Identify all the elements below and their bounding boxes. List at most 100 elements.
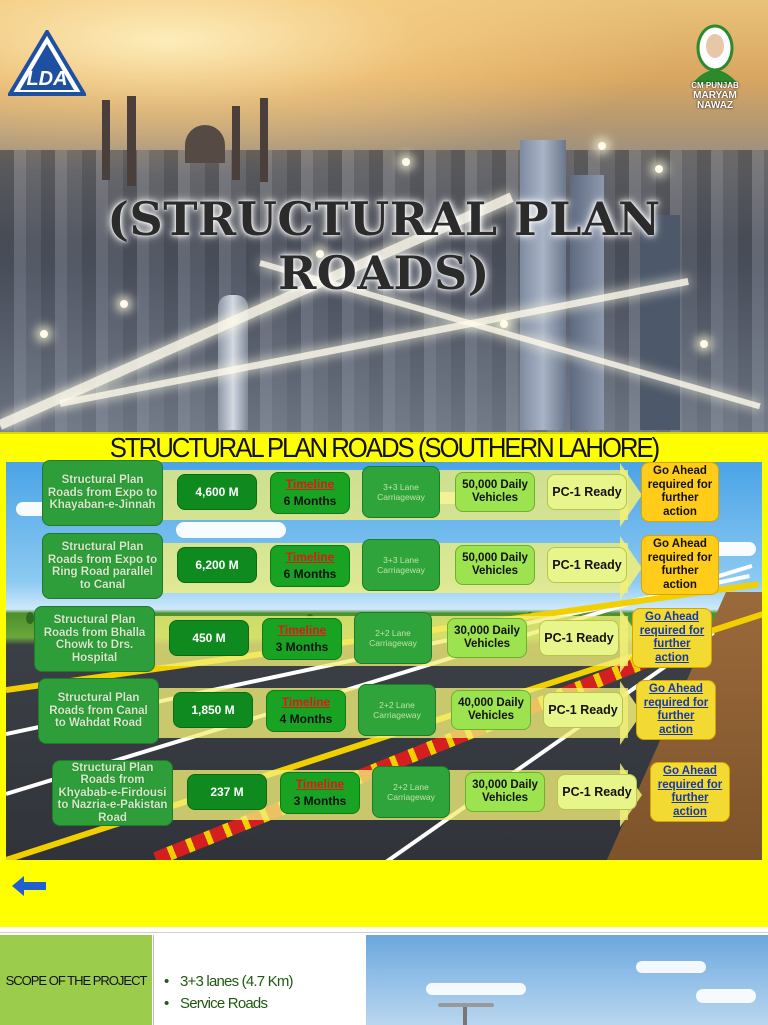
lda-logo-text: LDA	[26, 68, 67, 90]
lane-text: 2+2 Lane Carriageway	[373, 700, 421, 720]
go-ahead-text: Go Ahead required for further action	[639, 611, 705, 664]
timeline-label: Timeline	[295, 777, 345, 791]
road-name-box: Structural Plan Roads from Bhalla Chowk …	[34, 606, 155, 672]
scope-item: •3+3 lanes (4.7 Km)	[164, 973, 294, 990]
road-length-box: 6,200 M	[177, 547, 257, 583]
lane-text: 3+3 Lane Carriageway	[377, 482, 425, 502]
network-node	[700, 340, 708, 348]
scope-item: •Service Roads	[164, 995, 268, 1012]
badge-line3: NAWAZ	[696, 100, 734, 111]
skyscraper	[640, 215, 680, 430]
road-name-box: Structural Plan Roads from Expo to Ring …	[42, 533, 163, 599]
timeline-box: Timeline 6 Months	[270, 545, 350, 587]
lane-text: 2+2 Lane Carriageway	[387, 782, 435, 802]
skyscraper	[520, 140, 566, 430]
portrait-icon	[692, 24, 738, 84]
cloud	[426, 983, 526, 995]
road-row: Structural Plan Roads from Canal to Wahd…	[0, 678, 768, 758]
cover-title: (STRUCTURAL PLAN ROADS)	[107, 192, 661, 300]
status-text: PC-1 Ready	[548, 703, 618, 717]
status-box: PC-1 Ready	[547, 547, 627, 583]
badge-line1: CM PUNJAB	[691, 81, 739, 90]
status-box: PC-1 Ready	[539, 620, 619, 656]
roads-slide: STRUCTURAL PLAN ROADS (SOUTHERN LAHORE) …	[0, 432, 768, 927]
vehicles-box: 50,000 Daily Vehicles	[455, 545, 535, 585]
go-ahead-box[interactable]: Go Ahead required for further action	[632, 608, 712, 668]
title-bar	[0, 432, 768, 464]
road-row: Structural Plan Roads from Bhalla Chowk …	[0, 606, 768, 686]
go-ahead-text: Go Ahead required for further action	[657, 765, 723, 818]
road-row: Structural Plan Roads from Khyabab-e-Fir…	[0, 760, 768, 840]
arrow-left-icon[interactable]	[12, 876, 46, 896]
vehicles-text: 50,000 Daily Vehicles	[462, 479, 528, 504]
network-node	[402, 158, 410, 166]
go-ahead-box[interactable]: Go Ahead required for further action	[636, 680, 716, 740]
cloud	[636, 961, 706, 973]
network-node	[500, 320, 508, 328]
timeline-value: 3 Months	[275, 640, 329, 654]
go-ahead-text: Go Ahead required for further action	[647, 538, 713, 591]
lane-text: 2+2 Lane Carriageway	[369, 628, 417, 648]
scope-item-text: 3+3 lanes (4.7 Km)	[180, 973, 294, 990]
road-name: Structural Plan Roads from Expo to Ring …	[47, 541, 158, 591]
timeline-value: 4 Months	[279, 712, 333, 726]
road-length-box: 237 M	[187, 774, 267, 810]
road-row: Structural Plan Roads from Expo to Khaya…	[0, 460, 768, 540]
status-box: PC-1 Ready	[557, 774, 637, 810]
vehicles-box: 40,000 Daily Vehicles	[451, 690, 531, 730]
scope-photo	[366, 935, 768, 1025]
network-node	[598, 142, 606, 150]
lane-box: 2+2 Lane Carriageway	[372, 766, 450, 818]
vehicles-box: 50,000 Daily Vehicles	[455, 472, 535, 512]
minaret	[260, 98, 268, 182]
network-node	[655, 165, 663, 173]
status-text: PC-1 Ready	[562, 785, 632, 799]
lda-logo: LDA	[8, 30, 86, 96]
status-text: PC-1 Ready	[544, 631, 614, 645]
road-length-box: 450 M	[169, 620, 249, 656]
lane-box: 2+2 Lane Carriageway	[358, 684, 436, 736]
vehicles-box: 30,000 Daily Vehicles	[465, 772, 545, 812]
timeline-label: Timeline	[281, 695, 331, 709]
lane-box: 3+3 Lane Carriageway	[362, 539, 440, 591]
go-ahead-text: Go Ahead required for further action	[643, 683, 709, 736]
road-name-box: Structural Plan Roads from Khyabab-e-Fir…	[52, 760, 173, 826]
timeline-value: 3 Months	[293, 794, 347, 808]
go-ahead-box: Go Ahead required for further action	[641, 462, 719, 522]
network-node	[316, 250, 324, 258]
lane-text: 3+3 Lane Carriageway	[377, 555, 425, 575]
road-name: Structural Plan Roads from Canal to Wahd…	[49, 692, 148, 730]
status-box: PC-1 Ready	[547, 474, 627, 510]
cm-punjab-badge: CM PUNJAB MARYAM NAWAZ	[686, 22, 744, 114]
vehicles-box: 30,000 Daily Vehicles	[447, 618, 527, 658]
road-length-box: 4,600 M	[177, 474, 257, 510]
road-length: 1,850 M	[191, 703, 235, 717]
tree	[26, 612, 34, 624]
timeline-value: 6 Months	[283, 567, 337, 581]
timeline-box: Timeline 3 Months	[280, 772, 360, 814]
minaret	[127, 96, 136, 186]
road-length: 4,600 M	[195, 485, 239, 499]
street-lamp-arm	[438, 1003, 494, 1007]
status-text: PC-1 Ready	[552, 558, 622, 572]
scope-label: SCOPE OF THE PROJECT	[0, 935, 152, 1025]
vehicles-text: 50,000 Daily Vehicles	[462, 552, 528, 577]
vehicles-text: 40,000 Daily Vehicles	[458, 697, 524, 722]
road-name: Structural Plan Roads from Expo to Khaya…	[47, 474, 158, 512]
network-node	[40, 330, 48, 338]
status-box: PC-1 Ready	[543, 692, 623, 728]
cloud	[696, 989, 756, 1003]
road-row: Structural Plan Roads from Expo to Ring …	[0, 533, 768, 613]
minaret	[102, 100, 110, 180]
scope-item-text: Service Roads	[180, 995, 268, 1012]
slide-title: STRUCTURAL PLAN ROADS (SOUTHERN LAHORE)	[109, 432, 660, 463]
status-text: PC-1 Ready	[552, 485, 622, 499]
road-length: 237 M	[210, 785, 244, 799]
lane-box: 2+2 Lane Carriageway	[354, 612, 432, 664]
timeline-box: Timeline 4 Months	[266, 690, 346, 732]
scope-slide: SCOPE OF THE PROJECT •3+3 lanes (4.7 Km)…	[0, 932, 768, 1025]
mosque-dome	[185, 125, 225, 163]
timeline-label: Timeline	[285, 477, 335, 491]
go-ahead-box[interactable]: Go Ahead required for further action	[650, 762, 730, 822]
road-name: Structural Plan Roads from Bhalla Chowk …	[43, 614, 146, 664]
